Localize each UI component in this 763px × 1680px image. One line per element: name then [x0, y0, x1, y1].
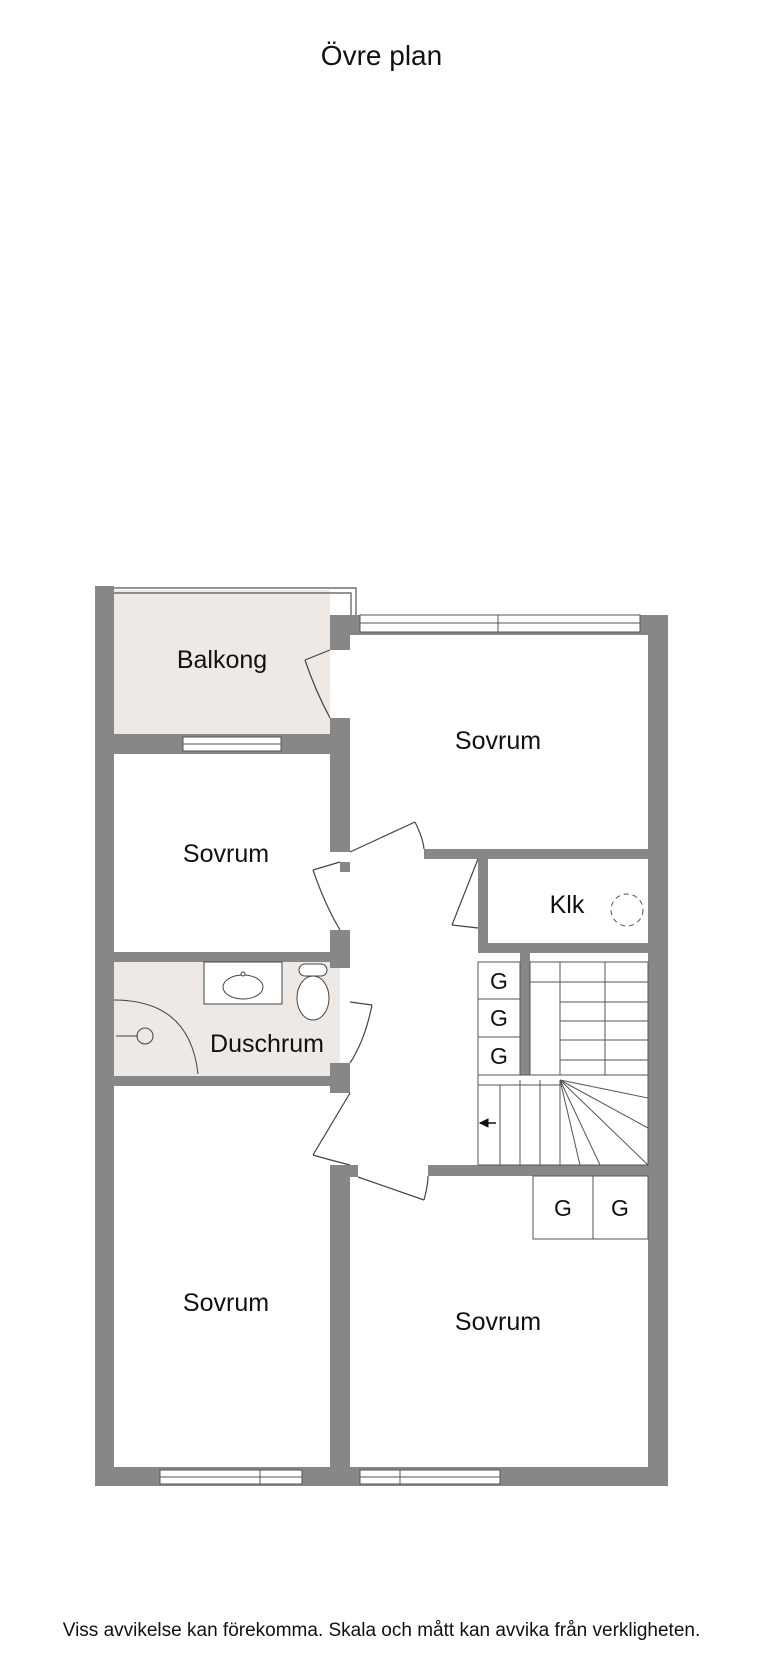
staircase [477, 961, 649, 1166]
room-label-duschrum: Duschrum [210, 1030, 324, 1058]
doors [304, 649, 479, 1201]
closet-label: G [490, 1043, 508, 1069]
sink-icon [203, 961, 283, 1005]
room-label-sovrum-upper-left: Sovrum [183, 840, 269, 868]
shower-icon [113, 999, 199, 1075]
plan-title: Övre plan [320, 40, 443, 71]
windows [159, 614, 641, 1485]
toilet-icon [296, 963, 330, 1021]
room-label-sovrum-lower-left: Sovrum [183, 1289, 269, 1317]
closet-label: G [611, 1195, 629, 1221]
closet-boxes [477, 961, 649, 1240]
balcony-railing [114, 587, 357, 617]
room-label-balkong: Balkong [177, 646, 267, 674]
disclaimer-text: Viss avvikelse kan förekomma. Skala och … [62, 1620, 701, 1641]
round-fixture-icon [610, 893, 644, 927]
room-label-klk: Klk [550, 891, 585, 919]
room-label-sovrum-top-right: Sovrum [455, 727, 541, 755]
closet-label: G [490, 968, 508, 994]
closet-label: G [490, 1005, 508, 1031]
closet-label: G [554, 1195, 572, 1221]
balcony-floor [114, 590, 330, 734]
room-label-sovrum-lower-right: Sovrum [455, 1308, 541, 1336]
